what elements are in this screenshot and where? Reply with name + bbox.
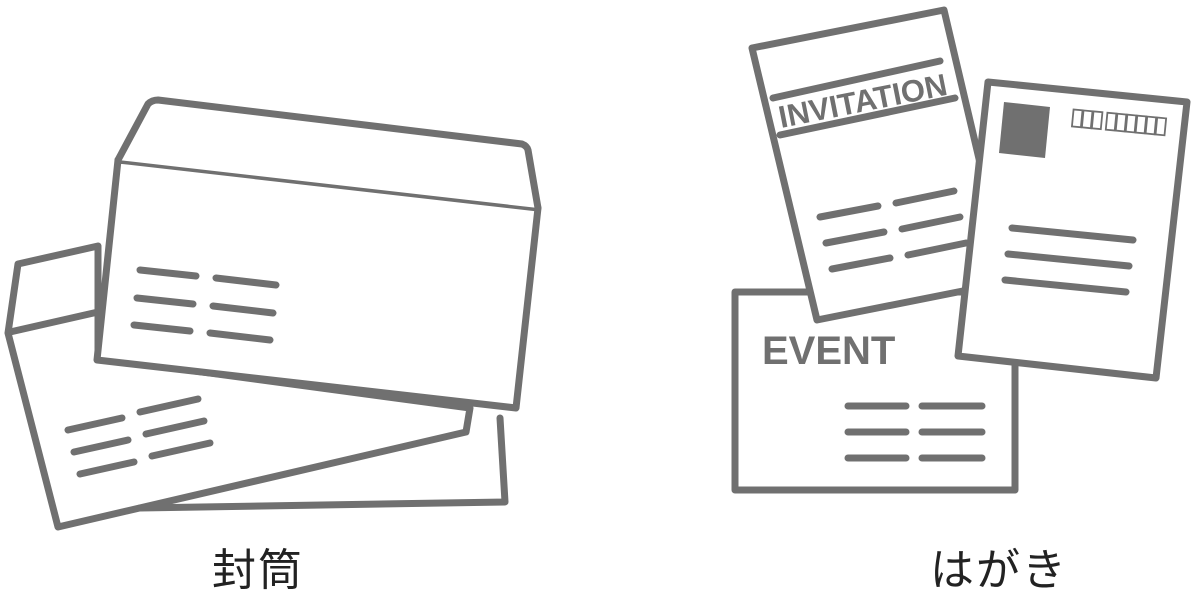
back-envelope (4, 242, 509, 531)
back-envelope-address-lines (64, 395, 214, 478)
front-envelope-address-lines (130, 266, 280, 344)
stamp-postcard (954, 78, 1191, 382)
postal-code-boxes (1070, 108, 1168, 137)
stamp-icon (999, 102, 1050, 158)
front-envelope (93, 96, 542, 412)
postcard-caption: はがき (930, 545, 1068, 592)
event-card-lines (844, 402, 986, 462)
invitation-card-lines (816, 187, 970, 273)
postcards-group (731, 6, 1191, 494)
stamp-postcard-lines (1001, 224, 1137, 296)
event-text: EVENT (762, 329, 895, 373)
envelope-caption: 封筒 (212, 545, 304, 592)
envelopes-group (4, 96, 542, 531)
